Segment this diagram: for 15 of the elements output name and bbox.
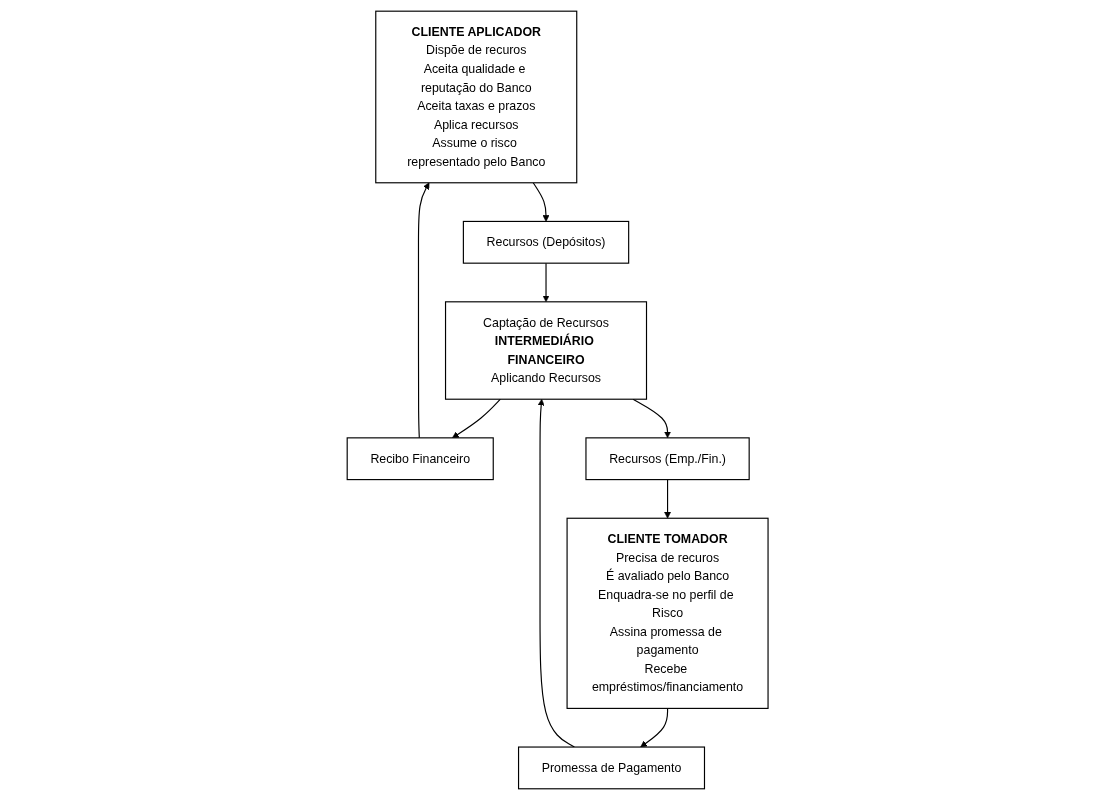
node-box: Recibo Financeiro (347, 437, 495, 481)
arrow (640, 707, 669, 748)
arrow (533, 182, 550, 222)
node-box: Recursos (Emp./Fin.) (585, 437, 751, 481)
node-box: Recursos (Depósitos) (463, 220, 630, 264)
arrow (543, 262, 550, 303)
node-box: CLIENTE APLICADOR Dispõe de recuros Aceita qualidade e reputação do Banco Aceita taxas e prazos Aplica recursos Assume o risco representado pelo Banco (375, 10, 578, 184)
arrow (538, 398, 576, 748)
arrow (664, 479, 672, 519)
node-box: Captação de Recursos INTERMEDIÁRIO FINANCEIRO Aplicando Recursos (445, 301, 648, 400)
arrow (632, 398, 672, 439)
arrow (418, 182, 430, 439)
arrow (452, 398, 502, 439)
node-box: CLIENTE TOMADOR Precisa de recuros É avaliado pelo Banco Enquadra-se no perfil de Risco Assina promessa de pagamento Recebe empréstimos/financiamento (566, 517, 769, 709)
node-box: Promessa de Pagamento (518, 746, 706, 790)
